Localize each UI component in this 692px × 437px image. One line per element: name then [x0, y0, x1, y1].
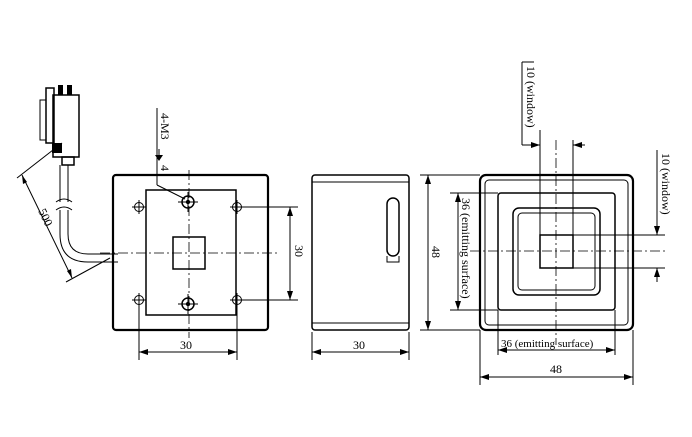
outer-width-label: 48: [550, 362, 562, 376]
width-label: 30: [180, 338, 192, 352]
thread-callout: 4-M3 4: [155, 108, 186, 200]
emitting-width-dimension: 36 (emitting surface): [497, 310, 616, 355]
window-height-dimension: 10 (window): [573, 150, 673, 282]
outer-width-dimension: 48: [479, 330, 634, 385]
cable-length-dimension: 500: [16, 142, 111, 283]
emitting-height-label: 36 (emitting surface): [459, 198, 473, 299]
front-view: 500 4-M3 4 30 30: [16, 85, 306, 360]
thread-spec-label: 4-M3: [158, 113, 172, 140]
outer-height-label: 48: [429, 246, 443, 258]
connector: [39, 85, 80, 166]
height-dimension: 30: [237, 206, 306, 301]
side-width-dimension: 30: [311, 332, 410, 360]
side-view-body: [311, 174, 410, 331]
emitting-view: 10 (window) 10 (window) 36 (emitting sur…: [420, 61, 673, 385]
width-dimension: 30: [138, 305, 238, 360]
emitting-window: [539, 234, 574, 269]
emitting-view-body: [478, 173, 635, 332]
cable-slot: [386, 197, 400, 257]
window-height-label: 10 (window): [659, 153, 673, 215]
screw-holes: [132, 200, 244, 307]
emitting-width-label: 36 (emitting surface): [501, 338, 594, 350]
cable: [55, 165, 118, 263]
side-width-label: 30: [353, 338, 365, 352]
emitting-height-dimension: 36 (emitting surface): [450, 192, 498, 311]
window-width-dimension: 10 (window): [521, 61, 585, 235]
height-label: 30: [292, 245, 306, 257]
outer-height-dimension: 48: [420, 174, 480, 331]
side-view: 30: [311, 174, 410, 360]
emitting-surface: [497, 192, 616, 311]
front-view-body: [111, 173, 270, 332]
thread-depth-label: 4: [158, 165, 172, 171]
depth-symbol-icon: [155, 155, 163, 161]
window-width-label: 10 (window): [524, 66, 538, 128]
mounting-plate: [145, 189, 237, 316]
